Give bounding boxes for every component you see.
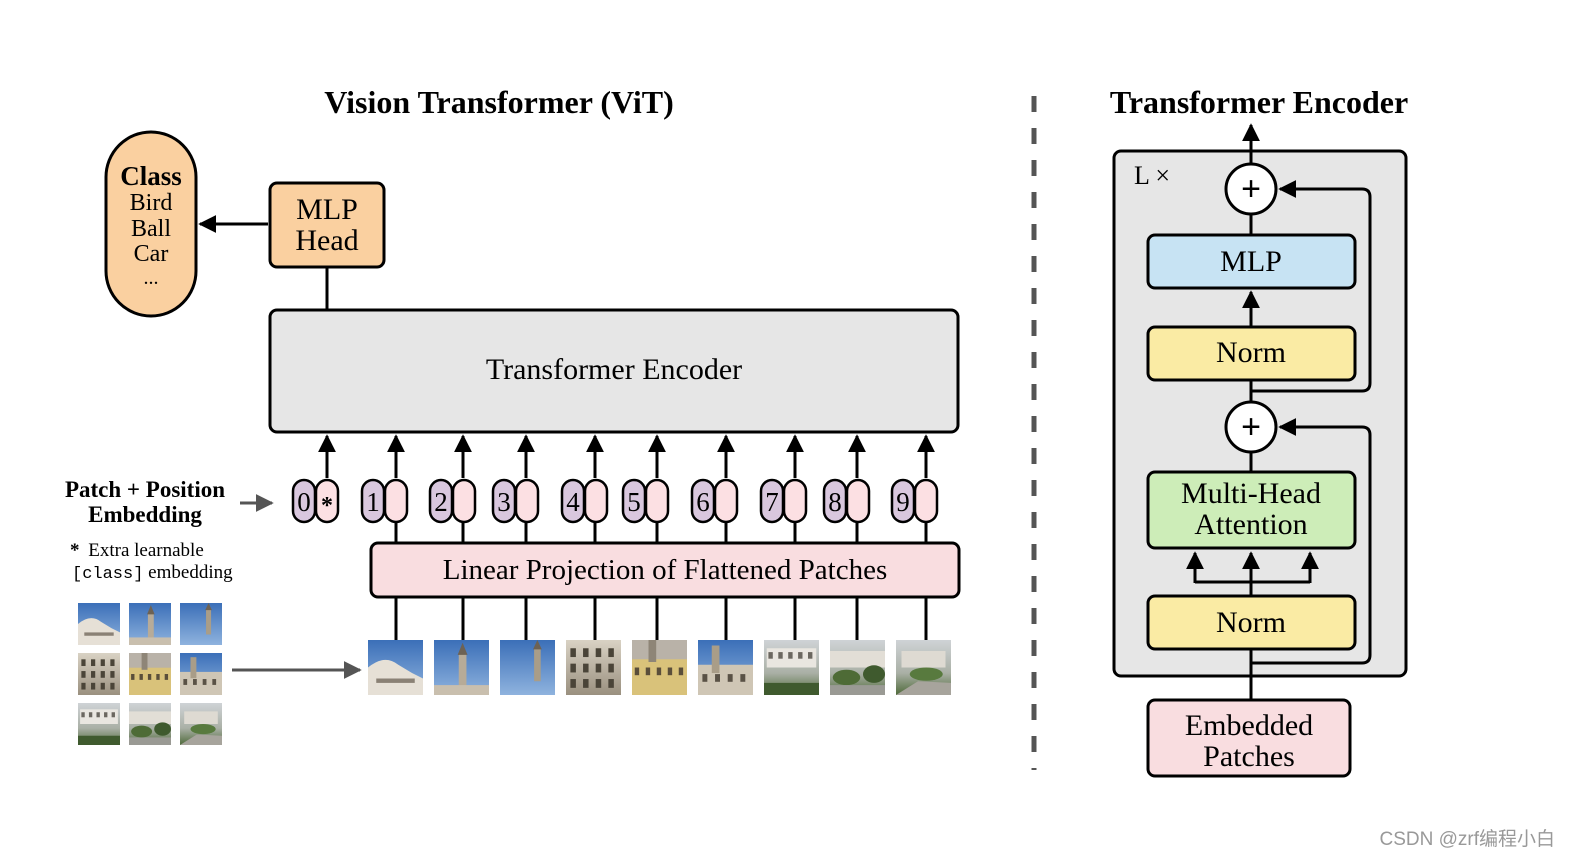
image-patch bbox=[129, 703, 172, 745]
position-index: 9 bbox=[896, 487, 910, 517]
embedded-line1: Embedded bbox=[1185, 709, 1313, 742]
encoder-detail-title: Transformer Encoder bbox=[1110, 84, 1408, 120]
linear-projection-box: Linear Projection of Flattened Patches bbox=[369, 541, 961, 599]
position-index: 8 bbox=[828, 487, 842, 517]
token-pair: 6 bbox=[690, 478, 739, 524]
position-index: 3 bbox=[497, 487, 511, 517]
token-arrows bbox=[318, 434, 935, 478]
image-patch bbox=[368, 640, 423, 695]
extra-note-line2: [class] embedding bbox=[72, 562, 233, 584]
position-index: 1 bbox=[366, 487, 380, 517]
image-patch bbox=[180, 703, 222, 745]
norm-label: Norm bbox=[1216, 606, 1286, 639]
image-patch bbox=[78, 703, 120, 745]
patch-embedding bbox=[514, 478, 540, 524]
token-pair: 8 bbox=[822, 478, 871, 524]
image-patch bbox=[78, 603, 120, 645]
flattened-patch-sequence bbox=[368, 640, 951, 695]
class-item: ... bbox=[144, 267, 159, 289]
token-pair: 9 bbox=[890, 478, 939, 524]
image-patch-grid bbox=[78, 603, 222, 745]
mlp-block: MLP bbox=[1146, 233, 1357, 290]
mlp-head-line1: MLP bbox=[296, 193, 358, 226]
image-patch bbox=[698, 640, 753, 695]
image-patch bbox=[896, 640, 951, 695]
image-patch bbox=[632, 640, 687, 695]
embedded-patches-block: Embedded Patches bbox=[1146, 698, 1352, 778]
position-index: 6 bbox=[696, 487, 710, 517]
residual-path-bottom bbox=[1251, 418, 1372, 665]
attention-line1: Multi-Head bbox=[1181, 477, 1321, 510]
vit-title: Vision Transformer (ViT) bbox=[324, 84, 674, 120]
image-patch bbox=[566, 640, 621, 695]
image-patch bbox=[764, 640, 819, 695]
extra-note-code: [class] bbox=[72, 565, 143, 584]
patch-embedding bbox=[583, 478, 609, 524]
patch-embedding bbox=[451, 478, 477, 524]
class-output-box: Class Bird Ball Car ... bbox=[104, 130, 198, 318]
patch-embedding bbox=[713, 478, 739, 524]
patch-embedding bbox=[314, 478, 340, 524]
repeat-label: L × bbox=[1134, 161, 1170, 190]
mlp-label: MLP bbox=[1220, 245, 1282, 278]
mlp-head-box: MLP Head bbox=[268, 181, 386, 269]
position-index: 4 bbox=[566, 487, 580, 517]
image-patch bbox=[78, 653, 120, 695]
qkv-arrows bbox=[1186, 551, 1319, 596]
patch-embedding bbox=[845, 478, 871, 524]
token-pair: 1 bbox=[360, 478, 409, 524]
position-index: 7 bbox=[765, 487, 779, 517]
extra-note-star: * bbox=[70, 540, 80, 561]
attention-block: Multi-Head Attention bbox=[1146, 470, 1357, 550]
class-heading: Class bbox=[120, 161, 182, 191]
extra-note-suffix: embedding bbox=[148, 562, 233, 583]
attention-line2: Attention bbox=[1194, 508, 1307, 541]
plus-icon: + bbox=[1241, 408, 1261, 446]
extra-note-text: Extra learnable bbox=[88, 540, 204, 561]
token-pair: 4 bbox=[560, 478, 609, 524]
patch-embedding bbox=[383, 478, 409, 524]
patch-position-label-line1: Patch + Position bbox=[65, 477, 225, 502]
image-patch bbox=[434, 640, 489, 695]
position-index: 2 bbox=[434, 487, 448, 517]
image-patch bbox=[129, 653, 171, 695]
image-patch bbox=[830, 640, 885, 695]
transformer-encoder-box: Transformer Encoder bbox=[268, 308, 960, 434]
patch-embedding bbox=[913, 478, 939, 524]
mlp-head-line2: Head bbox=[295, 224, 358, 257]
cls-token-marker: * bbox=[321, 493, 333, 519]
image-patch bbox=[129, 603, 171, 645]
residual-add-top: + bbox=[1224, 162, 1278, 216]
watermark: CSDN @zrf编程小白 bbox=[1379, 828, 1555, 850]
patch-position-label-line2: Embedding bbox=[88, 502, 202, 527]
token-pair: 3 bbox=[491, 478, 540, 524]
extra-note-line1: * Extra learnable bbox=[70, 540, 204, 561]
class-item: Ball bbox=[131, 216, 171, 242]
norm-block-bottom: Norm bbox=[1146, 594, 1357, 651]
position-index: 0 bbox=[297, 487, 311, 517]
norm-block-top: Norm bbox=[1146, 325, 1357, 382]
image-patch bbox=[500, 640, 555, 695]
transformer-encoder-label: Transformer Encoder bbox=[486, 353, 742, 386]
residual-add-middle: + bbox=[1224, 400, 1278, 454]
embedded-line2: Patches bbox=[1203, 740, 1295, 773]
residual-path-top bbox=[1251, 180, 1372, 393]
linear-projection-label: Linear Projection of Flattened Patches bbox=[443, 554, 888, 586]
patch-lines bbox=[394, 523, 928, 640]
token-pair: 0* bbox=[291, 478, 340, 524]
image-patch bbox=[180, 603, 222, 645]
position-index: 5 bbox=[627, 487, 641, 517]
token-pair: 5 bbox=[621, 478, 670, 524]
class-item: Car bbox=[134, 241, 169, 267]
norm-label: Norm bbox=[1216, 336, 1286, 369]
token-pair: 2 bbox=[428, 478, 477, 524]
class-item: Bird bbox=[130, 190, 173, 216]
plus-icon: + bbox=[1241, 170, 1261, 208]
image-patch bbox=[180, 653, 222, 695]
token-pair: 7 bbox=[759, 478, 808, 524]
patch-embedding bbox=[644, 478, 670, 524]
patch-embedding bbox=[782, 478, 808, 524]
